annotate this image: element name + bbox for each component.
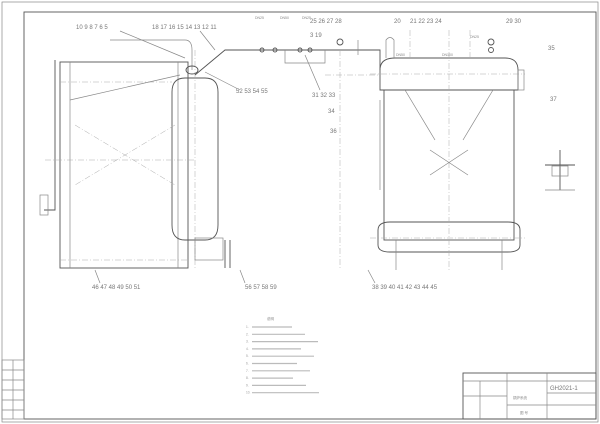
note-number: 1. — [246, 325, 249, 329]
note-number: 4. — [246, 347, 249, 351]
title-block: GH2021-1 锅炉系统 图 号 — [462, 372, 597, 420]
sheet-label: 图 号 — [520, 410, 528, 415]
callout-mid-e: 36 — [330, 129, 337, 135]
inner-frame — [23, 11, 597, 420]
note-number: 10. — [246, 391, 251, 395]
note-number: 3. — [246, 340, 249, 344]
note-number: 7. — [246, 369, 249, 373]
callout-top-left-b: 18 17 16 15 14 13 12 11 — [152, 25, 217, 31]
callout-mid-b: 52 53 54 55 — [236, 89, 268, 95]
pipe-label: DN25 — [302, 16, 311, 20]
left-vessel — [39, 39, 231, 270]
callout-labels: 10 9 8 7 6 5 18 17 16 15 14 13 12 11 25 … — [76, 16, 557, 291]
notes-section: 说明 1. 2. 3. 4. 5. 6. 7. 8. 9. 10. — [246, 316, 319, 395]
connecting-pipework — [194, 38, 381, 270]
callout-right-b: 21 22 23 24 — [410, 19, 442, 25]
callout-top-left-a: 10 9 8 7 6 5 — [76, 25, 108, 31]
pipe-label: DN25 — [470, 35, 479, 39]
callout-right-e: 37 — [550, 97, 557, 103]
callout-top-mid: 25 26 27 28 — [310, 19, 342, 25]
drawing-name: 锅炉系统 — [513, 395, 527, 400]
note-number: 2. — [246, 332, 249, 336]
note-number: 6. — [246, 362, 249, 366]
callout-right-d: 35 — [548, 46, 555, 52]
callout-right-c: 29 30 — [506, 19, 522, 25]
pipe-label: DN50 — [280, 16, 289, 20]
callout-bottom-right: 38 39 40 41 42 43 44 45 — [372, 285, 438, 291]
drawing-number: GH2021-1 — [550, 386, 578, 392]
note-number: 5. — [246, 354, 249, 358]
pipe-label: DN50 — [396, 53, 405, 57]
callout-bottom-mid: 56 57 58 59 — [245, 285, 277, 291]
pipe-label: DN25 — [255, 16, 264, 20]
note-number: 8. — [246, 376, 249, 380]
notes-title: 说明 — [267, 316, 275, 321]
callout-mid-c: 31 32 33 — [312, 93, 336, 99]
right-vessel — [370, 30, 525, 270]
detail-section — [545, 150, 575, 191]
callout-mid-d: 34 — [328, 109, 335, 115]
note-number: 9. — [246, 383, 249, 387]
callout-mid-a: 3 19 — [310, 33, 322, 39]
callout-bottom-left: 46 47 48 49 50 51 — [92, 285, 141, 291]
left-margin-table — [1, 359, 25, 420]
callout-right-a: 20 — [394, 19, 401, 25]
pipe-label: DN100 — [442, 53, 453, 57]
